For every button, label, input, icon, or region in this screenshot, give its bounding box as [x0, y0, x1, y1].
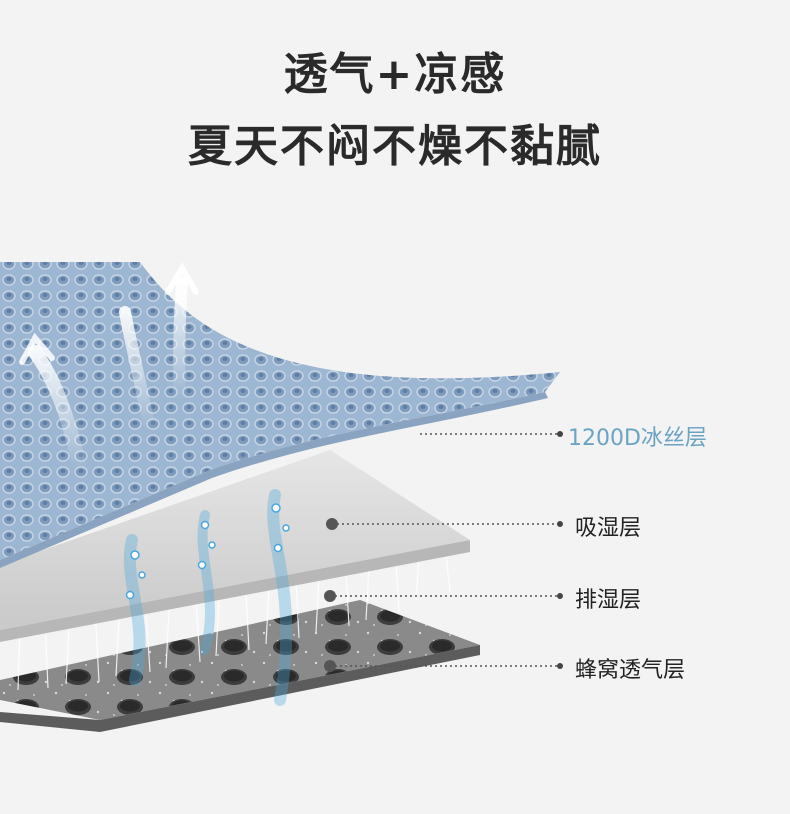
ice-silk-layer: [0, 262, 560, 568]
headline-line-2: 夏天不闷不燥不黏腻: [188, 121, 602, 172]
label-honeycomb-layer: 蜂窝透气层: [575, 658, 686, 683]
airflow-arrow-icon: [19, 262, 199, 477]
headline-line-1: 透气+凉感: [283, 49, 507, 100]
label-absorb-layer: 吸湿层: [575, 516, 642, 541]
callout-leaders: [324, 431, 563, 672]
label-wicking-layer: 排湿层: [575, 588, 642, 613]
water-droplet-icon: [123, 489, 293, 706]
honeycomb-mesh-layer: [0, 600, 480, 732]
absorb-layer: [0, 450, 470, 642]
label-ice-silk-layer: 1200D冰丝层: [568, 426, 707, 451]
